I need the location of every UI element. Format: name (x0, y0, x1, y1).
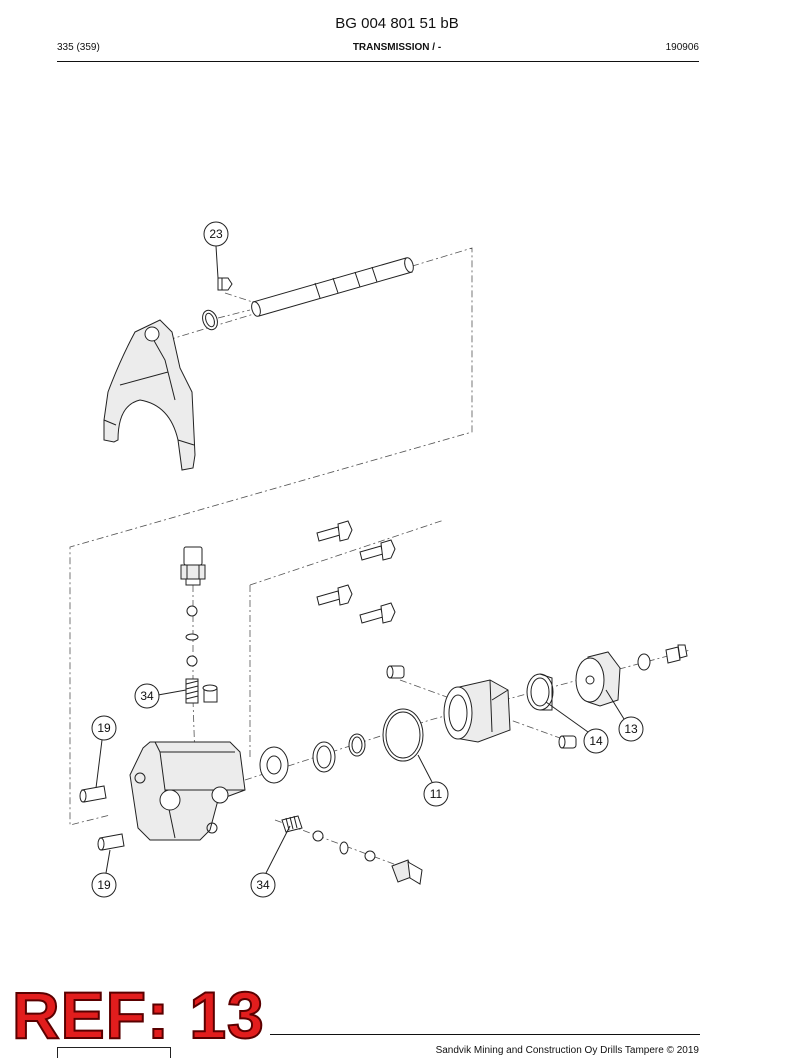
section-title: TRANSMISSION / - (352, 42, 442, 53)
callout-11: 11 (417, 754, 449, 807)
detent-ball-lower-2 (364, 850, 376, 862)
document-title: BG 004 801 51 bB (335, 15, 459, 32)
svg-text:11: 11 (430, 787, 443, 801)
lower-plug (558, 735, 577, 749)
o-ring-11 (382, 708, 424, 762)
detent-ball-mid (186, 655, 198, 667)
svg-text:19: 19 (97, 878, 111, 892)
piston-13 (575, 651, 621, 707)
plug (202, 684, 218, 703)
svg-text:34: 34 (256, 878, 270, 892)
callout-23: 23 (203, 221, 229, 279)
svg-text:13: 13 (624, 722, 638, 736)
svg-text:23: 23 (209, 227, 223, 241)
detent-ball-lower-1 (312, 830, 324, 842)
spring-upper (185, 678, 199, 704)
callout-19-lower: 19 (91, 849, 117, 898)
svg-text:34: 34 (140, 689, 154, 703)
lower-o-ring (339, 841, 349, 855)
footer-divider (270, 1034, 700, 1035)
detent-pin (217, 277, 233, 291)
revision-date: 190906 (665, 42, 699, 53)
shift-shaft (251, 257, 414, 317)
callout-13: 13 (605, 689, 644, 742)
lower-sensor (391, 859, 423, 885)
shift-fork (103, 319, 196, 471)
shaft-seal (259, 746, 289, 784)
callout-34-upper: 34 (134, 683, 187, 709)
sleeve-cover (443, 679, 511, 743)
svg-text:14: 14 (589, 734, 603, 748)
callout-14: 14 (545, 701, 609, 754)
small-plug (386, 665, 405, 679)
position-sensor (180, 546, 206, 586)
header-divider (57, 61, 699, 62)
spring-lower (281, 815, 303, 833)
detent-ball-top (186, 605, 198, 617)
reference-stamp: REF: 13 (11, 978, 265, 1052)
small-o-ring (185, 633, 199, 641)
dowel-pins (79, 785, 125, 851)
end-bolt (665, 644, 688, 664)
gear-housing (129, 741, 246, 841)
snap-ring (202, 309, 218, 331)
copyright-text: Sandvik Mining and Construction Oy Drill… (435, 1045, 699, 1056)
svg-text:19: 19 (97, 721, 111, 735)
callout-34-lower: 34 (250, 825, 291, 898)
bolts (316, 520, 396, 624)
page-number: 335 (359) (57, 42, 100, 53)
callout-19-upper: 19 (91, 715, 117, 789)
washer (637, 653, 651, 671)
